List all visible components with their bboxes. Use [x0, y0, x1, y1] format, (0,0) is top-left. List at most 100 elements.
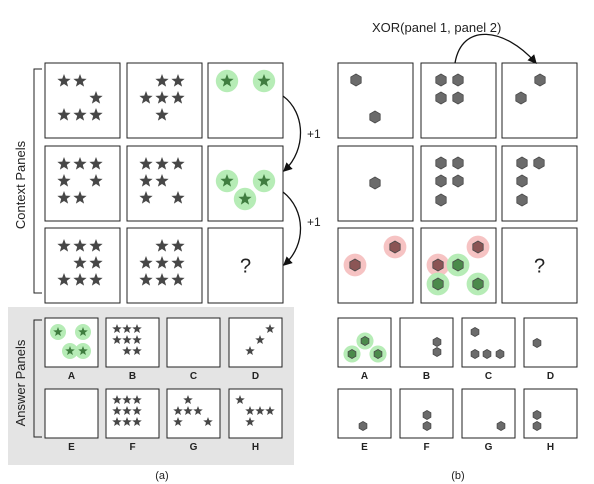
star [89, 157, 103, 170]
star [57, 157, 71, 170]
answer-panel-a-F [105, 388, 160, 439]
star [139, 191, 153, 204]
answer-panel-b-H [523, 388, 578, 439]
answer-panel-a-D [228, 317, 283, 368]
hexagon [534, 73, 546, 87]
star [139, 273, 153, 286]
star [112, 395, 122, 405]
star [57, 174, 71, 187]
star [255, 406, 265, 416]
star [89, 256, 103, 269]
star [171, 191, 185, 204]
answer-panel-a-B [105, 317, 160, 368]
star [132, 395, 142, 405]
star [155, 239, 169, 252]
hexagon [516, 156, 528, 170]
star [265, 406, 275, 416]
hexagon [532, 410, 542, 420]
hexagon [495, 349, 505, 359]
star-green [78, 346, 88, 356]
context-panel-a-r2c1 [44, 145, 121, 222]
star [73, 108, 87, 121]
star [73, 239, 87, 252]
star [73, 74, 87, 87]
hexagon-green [452, 258, 464, 272]
star [122, 395, 132, 405]
answer-letter-b: A [361, 371, 368, 382]
hexagon [496, 421, 506, 431]
star [183, 395, 193, 405]
context-bracket [33, 68, 42, 294]
hexagon [470, 349, 480, 359]
star [122, 346, 132, 356]
star [57, 108, 71, 121]
hexagon [432, 337, 442, 347]
answer-panel-b-E [337, 388, 392, 439]
hexagon [532, 338, 542, 348]
hexagon [516, 174, 528, 188]
hexagon-red [472, 240, 484, 254]
star [132, 335, 142, 345]
star [57, 191, 71, 204]
star [73, 273, 87, 286]
hexagon [515, 91, 527, 105]
answer-letter-a: D [252, 371, 259, 382]
star [171, 273, 185, 286]
star-green [238, 192, 252, 205]
star [203, 417, 213, 427]
caption-b: (b) [451, 470, 464, 482]
context-panel-b-r1c1 [337, 62, 414, 139]
answer-letter-a: G [190, 442, 198, 453]
answer-letter-b: H [547, 442, 554, 453]
hexagon-red [389, 240, 401, 254]
star [89, 174, 103, 187]
star [132, 324, 142, 334]
caption-a: (a) [155, 470, 168, 482]
answer-letter-a: A [68, 371, 75, 382]
star [112, 324, 122, 334]
answer-letter-a: E [68, 442, 75, 453]
answer-panel-b-C [461, 317, 516, 368]
hexagon-red [432, 258, 444, 272]
star-green [65, 346, 75, 356]
star [235, 395, 245, 405]
plus-one-arrow-top [282, 95, 302, 172]
question-mark-a: ? [240, 256, 251, 278]
star [122, 324, 132, 334]
star [245, 406, 255, 416]
star [155, 174, 169, 187]
hexagon [435, 193, 447, 207]
question-mark-b: ? [534, 256, 545, 278]
plus-one-label-top: +1 [307, 127, 321, 141]
star [139, 174, 153, 187]
answer-letter-a: H [252, 442, 259, 453]
answer-letter-b: F [423, 442, 429, 453]
hexagon-green [472, 277, 484, 291]
star [89, 273, 103, 286]
answer-letter-a: C [190, 371, 197, 382]
star [193, 406, 203, 416]
hexagon [532, 421, 542, 431]
hexagon-green [432, 277, 444, 291]
star [155, 108, 169, 121]
answer-panel-a-A [44, 317, 99, 368]
hexagon [350, 73, 362, 87]
star [73, 191, 87, 204]
star [122, 417, 132, 427]
hexagon [435, 156, 447, 170]
context-panels-label: Context Panels [13, 140, 28, 229]
hexagon [422, 410, 432, 420]
star-green [78, 327, 88, 337]
star [57, 239, 71, 252]
answer-panel-b-G [461, 388, 516, 439]
xor-annotation: XOR(panel 1, panel 2) [372, 20, 501, 35]
hexagon [369, 110, 381, 124]
star [132, 406, 142, 416]
star [173, 406, 183, 416]
hexagon [452, 156, 464, 170]
hexagon-green [360, 336, 370, 346]
star [155, 256, 169, 269]
star [122, 406, 132, 416]
plus-one-label-bottom: +1 [307, 215, 321, 229]
hexagon [435, 73, 447, 87]
